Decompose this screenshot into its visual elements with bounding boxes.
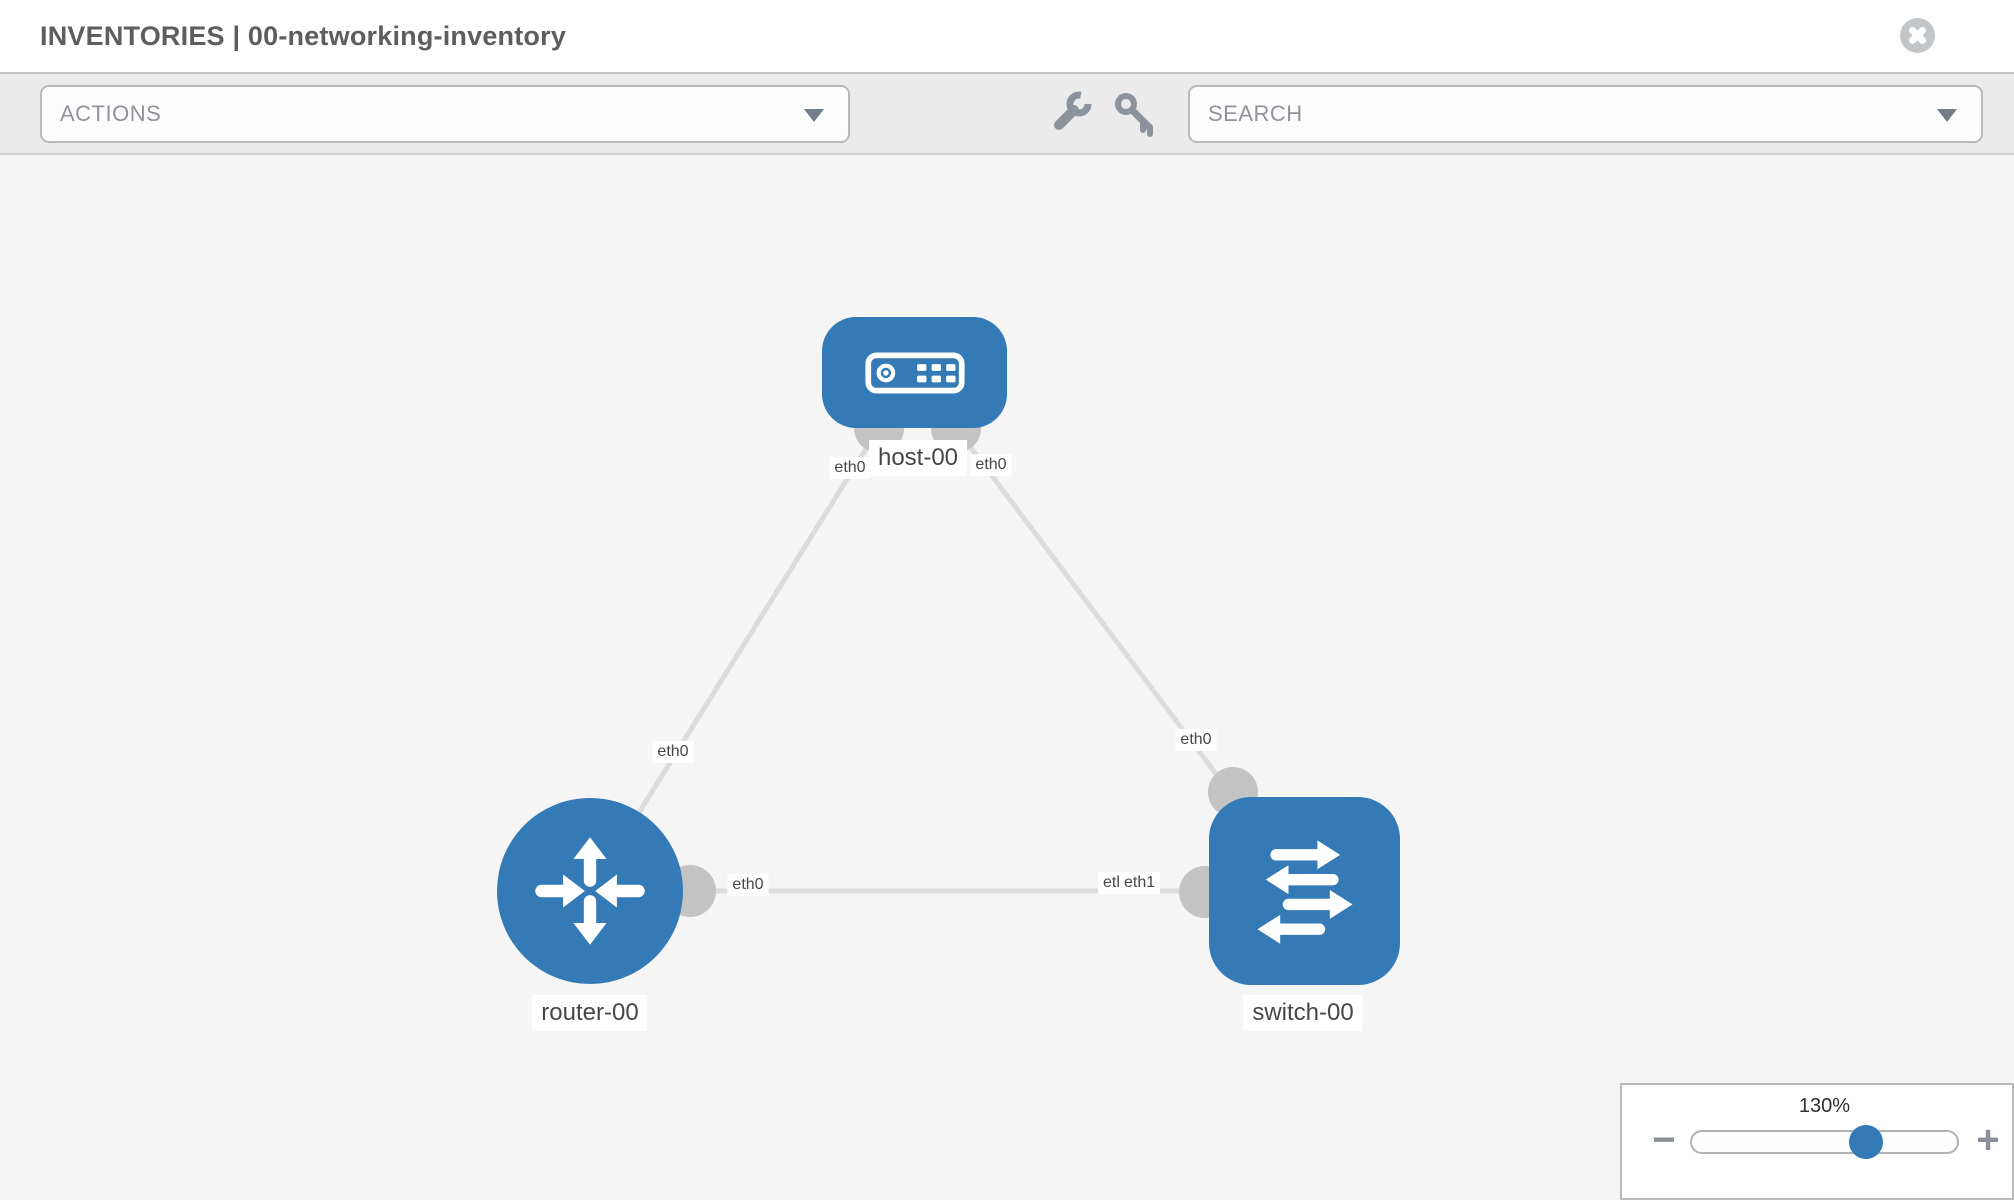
key-icon[interactable] (1110, 88, 1160, 138)
zoom-slider[interactable] (1690, 1125, 1959, 1159)
zoom-level-text: 130% (1798, 1095, 1851, 1117)
eth-label-switch-left-over: eth1 (1119, 872, 1161, 894)
zoom-panel: 130% − + (1620, 1083, 2014, 1200)
eth-label-link-host-router: eth0 (652, 741, 694, 763)
switch-arrows-icon (1256, 840, 1353, 944)
actions-dropdown-label: ACTIONS (60, 101, 162, 126)
toolbar: ACTIONS SEARCH (0, 72, 2014, 155)
page-title: INVENTORIES | 00-networking-inventory (40, 21, 567, 51)
search-placeholder: SEARCH (1208, 101, 1303, 126)
zoom-in-button[interactable]: + (1976, 1118, 2000, 1162)
actions-dropdown[interactable]: ACTIONS (40, 85, 850, 143)
eth-label-router-right: eth0 (727, 874, 769, 896)
node-label-router: router-00 (532, 995, 648, 1031)
node-router[interactable] (497, 798, 683, 984)
close-icon[interactable] (1900, 18, 1935, 53)
server-icon (864, 351, 965, 394)
eth-label-host-right: eth0 (970, 454, 1012, 476)
node-switch[interactable] (1209, 797, 1400, 985)
search-input[interactable]: SEARCH (1188, 85, 1983, 143)
zoom-slider-thumb[interactable] (1849, 1125, 1883, 1159)
caret-down-icon (804, 109, 824, 122)
zoom-out-button[interactable]: − (1652, 1118, 1676, 1162)
router-arrows-icon (535, 837, 645, 945)
header: INVENTORIES | 00-networking-inventory (0, 0, 2014, 72)
wrench-icon[interactable] (1046, 88, 1096, 138)
topology-canvas[interactable]: eth0 host-00 eth0 eth0 eth0 eth0 eth0 et… (0, 155, 2014, 1200)
eth-label-link-host-switch: eth0 (1175, 729, 1217, 751)
node-label-host: host-00 (868, 440, 968, 476)
eth-label-host-left: eth0 (829, 457, 871, 479)
node-label-switch: switch-00 (1243, 995, 1363, 1031)
node-host[interactable] (822, 317, 1007, 428)
caret-down-icon (1937, 109, 1957, 122)
